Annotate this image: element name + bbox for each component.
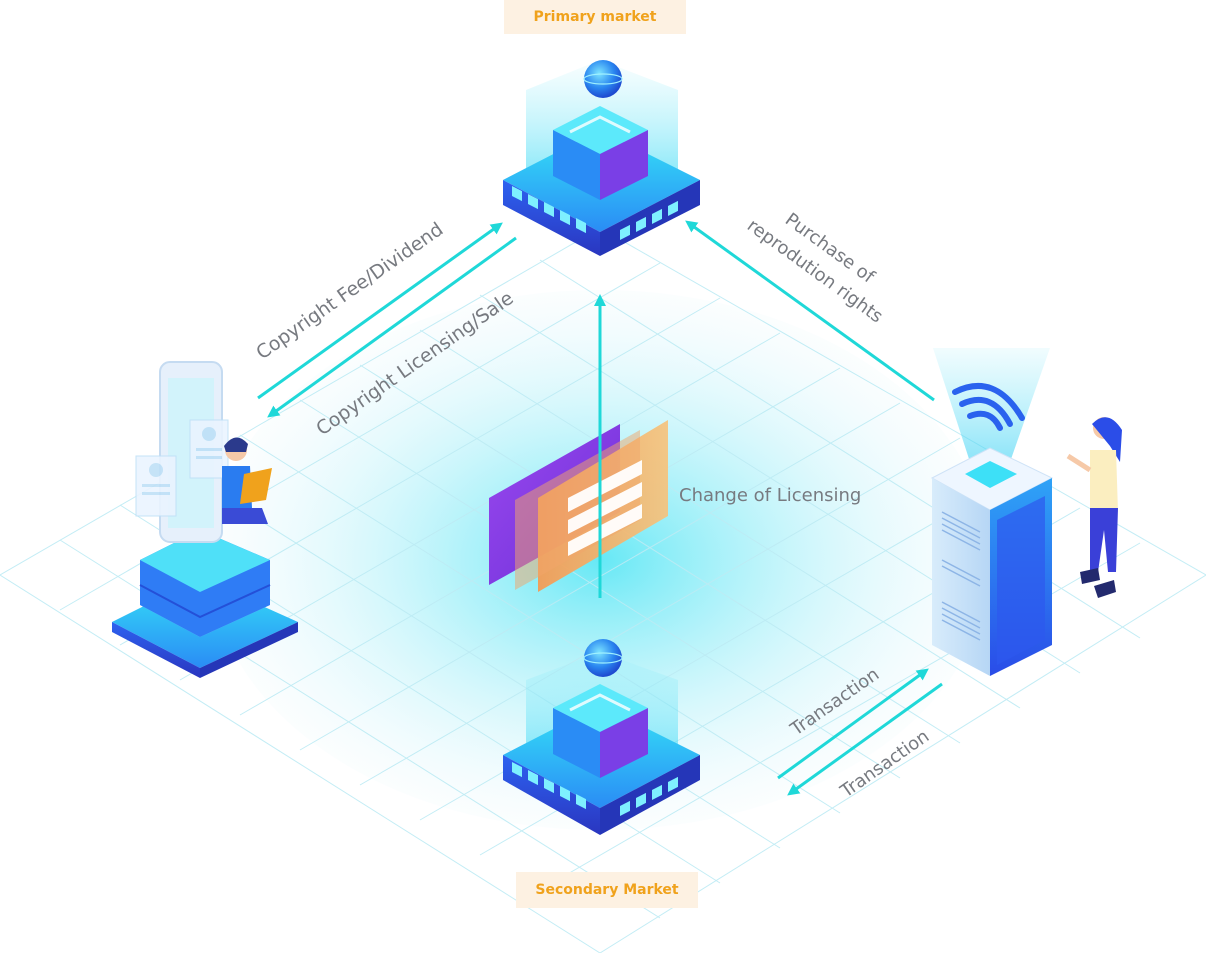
- arrow-copyright-fee: [257, 222, 503, 400]
- arrow-transaction-up: [777, 668, 929, 780]
- trading-tower-icon: [930, 348, 1122, 676]
- flow-arrows: [257, 220, 943, 796]
- primary-market-tag: Primary market: [504, 0, 686, 34]
- primary-server-icon: [503, 60, 700, 256]
- wifi-icon: [952, 382, 1025, 431]
- arrow-purchase-rights: [685, 220, 935, 402]
- arrow-transaction-down: [787, 682, 943, 796]
- label-change-of-licensing: Change of Licensing: [679, 485, 861, 506]
- secondary-market-tag: Secondary Market: [516, 872, 698, 908]
- licensing-documents-icon: [489, 420, 668, 592]
- creator-platform-icon: [112, 361, 298, 678]
- arrow-copyright-licensing: [267, 236, 517, 418]
- secondary-server-icon: [503, 639, 700, 835]
